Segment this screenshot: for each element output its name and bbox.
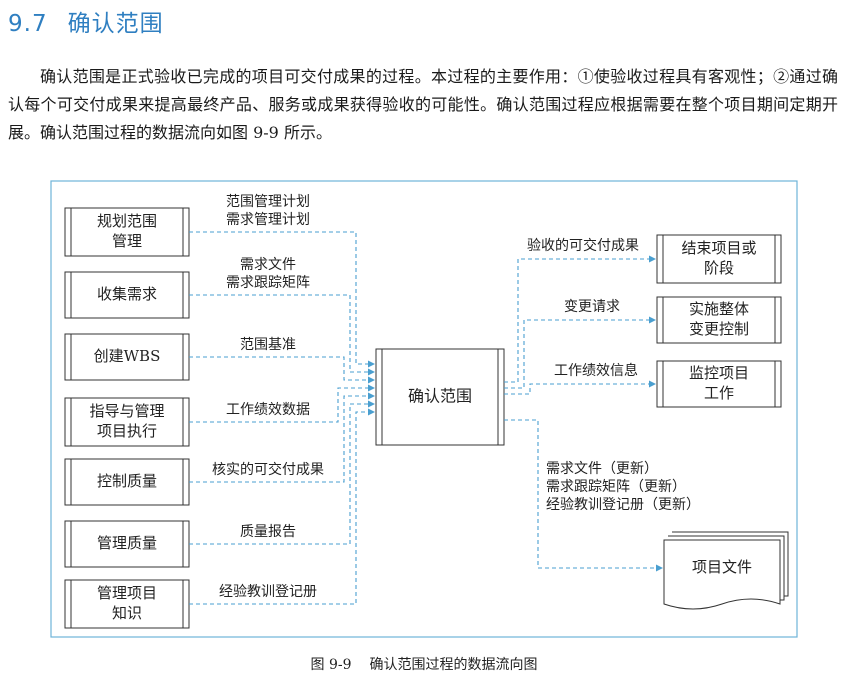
output-flow-arrow — [504, 380, 656, 395]
input-process-label: 收集需求 — [97, 285, 157, 303]
input-flow-label: 工作绩效数据 — [226, 402, 310, 418]
document-shadow — [672, 531, 789, 597]
input-process-label: 创建WBS — [94, 347, 161, 365]
section-number: 9.7 — [8, 11, 48, 37]
input-flow-label: 范围基准 — [240, 336, 296, 353]
document-flow-label: 需求跟踪矩阵（更新） — [546, 479, 686, 495]
document-box — [663, 539, 781, 610]
center-process-box — [375, 348, 505, 446]
body-paragraph: 确认范围是正式验收已完成的项目可交付成果的过程。本过程的主要作用：①使验收过程具… — [8, 67, 838, 142]
input-flow-arrow — [189, 356, 375, 384]
input-process-box — [64, 333, 190, 381]
document-flow-arrow — [504, 419, 663, 572]
center-process-label: 确认范围 — [408, 387, 472, 406]
section-heading: 9.7 确认范围 — [8, 4, 164, 38]
output-process-box — [656, 234, 782, 284]
input-process-label: 指导与管理 — [89, 402, 164, 420]
output-flow-arrow — [504, 255, 656, 383]
input-flow-arrow — [189, 294, 375, 376]
input-process-label: 规划范围 — [97, 212, 157, 230]
section-title: 确认范围 — [67, 11, 164, 37]
output-flow-label: 变更请求 — [564, 299, 620, 315]
input-process-label: 控制质量 — [97, 472, 157, 490]
output-flow-label: 验收的可交付成果 — [527, 237, 639, 254]
output-flow-arrow — [504, 316, 656, 389]
output-process-label: 监控项目 — [689, 364, 749, 382]
input-flow-label: 范围管理计划 — [226, 193, 310, 210]
input-flow-label: 质量报告 — [240, 524, 296, 540]
output-process-label: 结束项目或 — [681, 239, 756, 257]
input-process-label: 管理质量 — [97, 534, 157, 552]
figure-number: 图 9-9 — [310, 657, 352, 673]
figure-title: 确认范围过程的数据流向图 — [369, 657, 538, 673]
output-process-box — [656, 296, 782, 344]
input-flow-arrow — [189, 400, 375, 545]
input-process-box — [64, 207, 190, 257]
output-process-label: 工作 — [704, 384, 734, 402]
output-process-label: 变更控制 — [689, 320, 749, 338]
output-process-box — [656, 360, 782, 408]
input-flow-arrow — [189, 392, 375, 483]
input-flow-label: 需求文件 — [240, 257, 296, 273]
input-process-label: 项目执行 — [97, 422, 157, 440]
input-flow-label: 需求管理计划 — [226, 212, 310, 228]
input-process-label: 管理项目 — [97, 584, 157, 602]
input-flow-label: 需求跟踪矩阵 — [226, 275, 310, 291]
input-flow-arrow — [189, 231, 375, 368]
input-flow-label: 核实的可交付成果 — [212, 461, 324, 478]
input-process-label: 知识 — [112, 604, 142, 622]
input-flow-arrow — [189, 408, 375, 605]
input-process-box — [64, 397, 190, 447]
output-flow-label: 工作绩效信息 — [554, 362, 638, 379]
output-process-label: 阶段 — [704, 259, 734, 277]
input-process-box — [64, 520, 190, 568]
document-shadow — [668, 535, 785, 601]
input-flow-label: 经验教训登记册 — [219, 584, 317, 600]
document-flow-label: 需求文件（更新） — [546, 461, 658, 477]
input-process-box — [64, 458, 190, 506]
document-label: 项目文件 — [692, 558, 752, 576]
output-process-label: 实施整体 — [689, 300, 749, 318]
figure-caption: 图 9-9 确认范围过程的数据流向图 — [0, 654, 848, 674]
input-process-label: 管理 — [112, 232, 142, 250]
document-flow-label: 经验教训登记册（更新） — [546, 497, 700, 513]
diagram-frame — [50, 180, 798, 638]
